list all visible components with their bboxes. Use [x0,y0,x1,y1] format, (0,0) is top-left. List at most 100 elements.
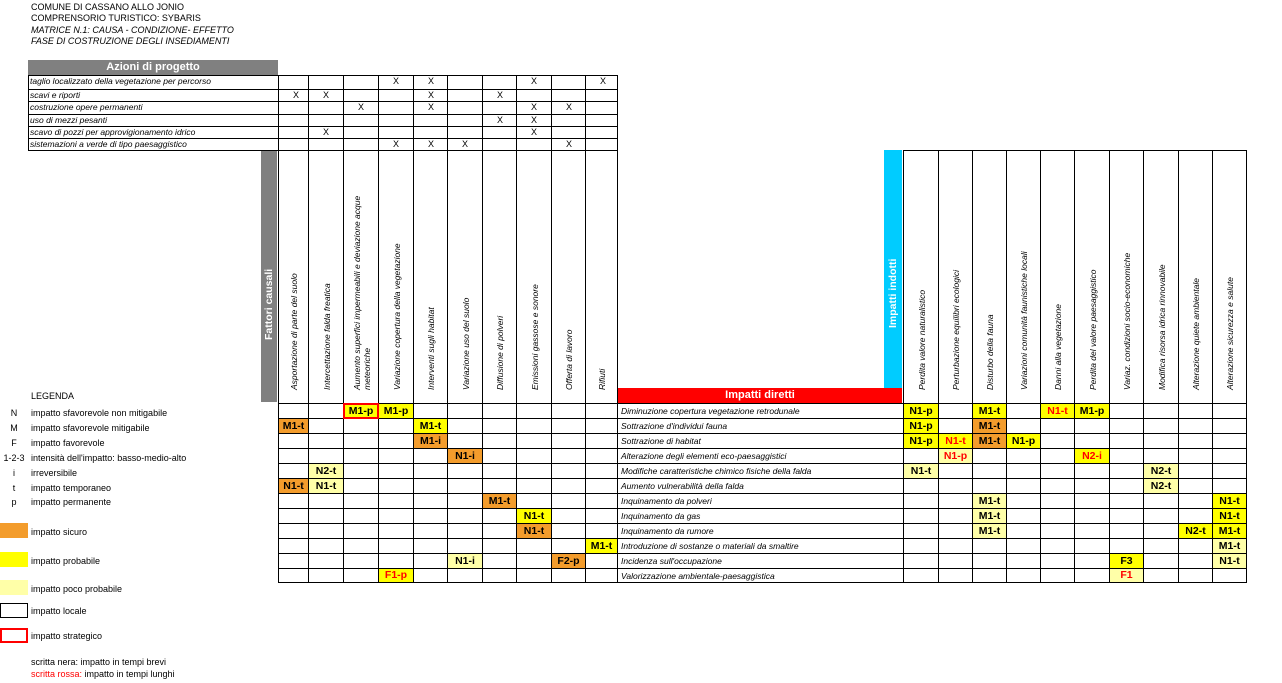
azione-label: taglio localizzato della vegetazione per… [30,76,211,86]
grid-line [278,523,618,524]
impatto-diretto-label: Valorizzazione ambientale-paesaggistica [621,571,775,581]
impatto-diretto-label: Inquinamento da gas [621,511,701,521]
grid-line [1006,150,1007,583]
matrix-cell-indotti: N1-t [1213,494,1246,508]
grid-line [28,126,618,127]
grid-line [903,568,1247,569]
grid-line [617,448,904,449]
azione-label: scavi e riporti [30,90,81,100]
fattori-column-text: Variazione copertura della vegetazione [391,243,402,390]
grid-line [28,138,618,139]
grid-line [1040,150,1041,583]
impatto-diretto-label: Inquinamento da polveri [621,496,712,506]
matrix-cell-fattori: F2-p [552,554,585,568]
grid-line [278,418,618,419]
grid-line [903,508,1247,509]
swatch-probabile [0,552,28,567]
azione-x-mark: X [427,102,434,112]
legend-code: M [10,423,18,433]
grid-line [903,150,1247,151]
matrix-cell-fattori: M1-t [279,419,308,433]
legend-strategico: impatto strategico [31,631,103,641]
matrix-cell-indotti: N2-i [1075,449,1109,463]
grid-line [617,508,904,509]
matrix-cell-indotti: N2-t [1144,479,1178,493]
matrix-cell-fattori: N1-i [448,554,482,568]
azione-x-mark: X [496,90,503,100]
header-phase: FASE DI COSTRUZIONE DEGLI INSEDIAMENTI [31,36,230,46]
matrix-cell-fattori: N1-i [448,449,482,463]
azione-x-mark: X [392,76,399,86]
indotti-column-text: Alterazione sicurezza e salute [1225,277,1235,390]
grid-line [617,478,904,479]
grid-line [1212,150,1213,583]
grid-line [28,101,618,102]
grid-line [278,493,618,494]
grid-line [551,150,552,583]
grid-line [903,448,1247,449]
indotti-column-text: Perdita del valore paesaggistico [1087,269,1098,391]
grid-line [585,75,586,151]
azione-x-mark: X [599,76,606,86]
azione-x-mark: X [496,115,503,125]
grid-line [482,75,483,151]
matrix-cell-fattori: M1-i [414,434,447,448]
grid-line [903,478,1247,479]
matrix-cell-indotti: F1 [1110,569,1143,582]
azioni-title: Azioni di progetto [28,60,278,75]
legend-red-text-rest: impatto in tempi lunghi [82,669,175,679]
diretti-title: Impatti diretti [618,388,902,403]
swatch-locale [0,603,28,618]
azione-x-mark: X [565,102,572,112]
legend-poco-probabile: impatto poco probabile [31,584,123,594]
grid-line [308,150,309,583]
matrix-cell-indotti: N2-t [1144,464,1178,478]
header-district: COMPRENSORIO TURISTICO: SYBARIS [31,13,201,23]
azione-x-mark: X [427,139,434,149]
impatto-diretto-label: Sottrazione di habitat [621,436,701,446]
matrix-cell-indotti: M1-t [1213,524,1246,538]
fattori-column-text: Offerta di lavoro [564,329,574,390]
swatch-sicuro [0,523,28,538]
matrix-cell-indotti: N1-t [1213,554,1246,568]
fattori-column-text: Rifiuti [597,368,607,390]
indotti-column-text: Variaz. condizioni socio-economiche [1122,252,1132,390]
swatch-poco-probabile [0,580,28,595]
fattori-column-text: Emissioni gassose e sonore [529,284,540,390]
grid-line [617,553,904,554]
grid-line [1178,150,1179,583]
grid-line [938,150,939,583]
matrix-cell-indotti: M1-t [973,494,1006,508]
impatto-diretto-label: Alterazione degli elementi eco-paesaggis… [621,451,787,461]
grid-line [516,75,517,151]
legend-code-description: impatto favorevole [31,438,105,448]
matrix-cell-indotti: M1-p [1075,404,1109,418]
legend-code-description: impatto sfavorevole non mitigabile [31,408,168,418]
legend-code: i [13,468,15,478]
azione-label: sistemazioni a verde di tipo paesaggisti… [30,139,187,149]
grid-line [617,418,904,419]
grid-line [1246,150,1247,583]
matrix-cell-fattori: M1-p [379,404,413,418]
matrix-cell-indotti: N1-p [939,449,972,463]
grid-line [278,582,618,583]
grid-line [278,568,618,569]
legend-code: N [10,408,18,418]
indotti-band: Impatti indotti [884,150,902,388]
grid-line [617,538,904,539]
legend-code: 1-2-3 [3,453,25,463]
impatto-diretto-label: Diminuzione copertura vegetazione retrod… [621,406,800,416]
azione-x-mark: X [292,90,299,100]
grid-line [343,150,344,583]
indotti-column-text: Perdita valore naturalistico [916,289,927,390]
grid-line [278,478,618,479]
grid-line [617,150,618,583]
grid-line [278,538,618,539]
grid-line [278,75,279,151]
legend-code-description: irreversibile [31,468,78,478]
grid-line [278,508,618,509]
grid-line [343,75,344,151]
swatch-strategico [0,628,28,643]
grid-line [28,75,618,76]
matrix-cell-fattori: N1-t [279,479,308,493]
